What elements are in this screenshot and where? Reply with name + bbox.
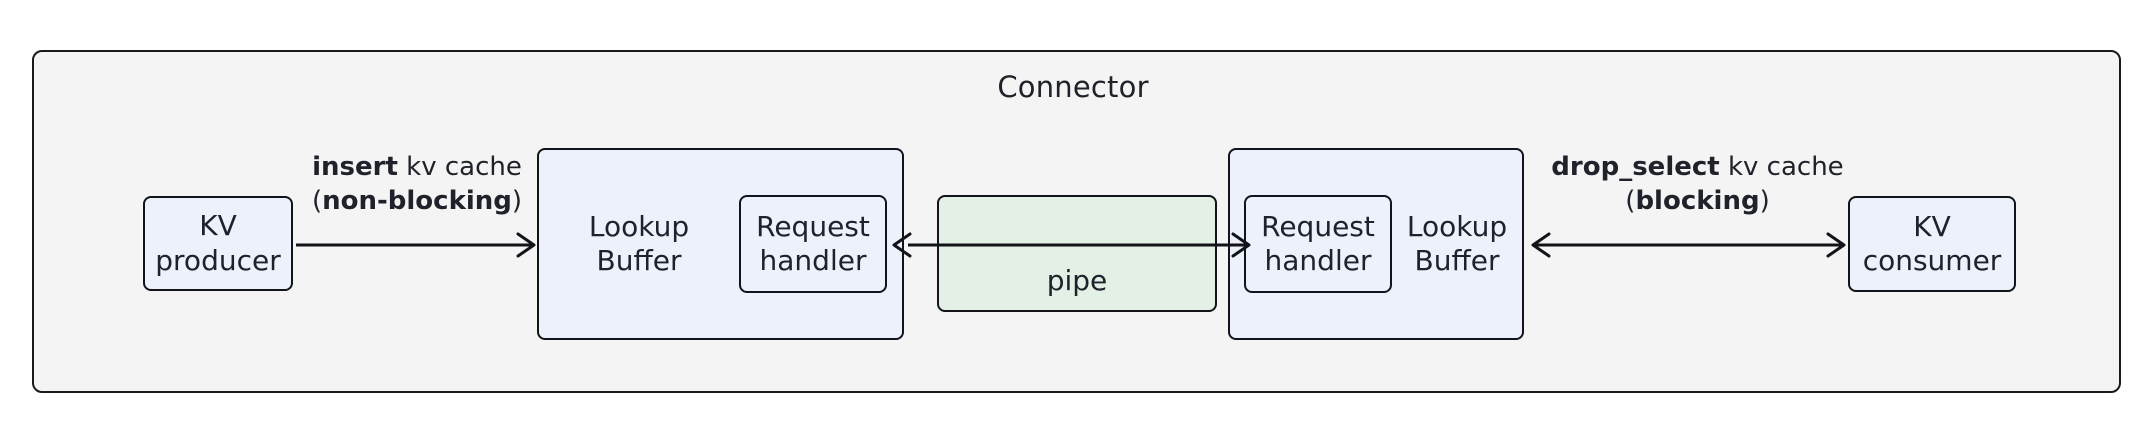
lookup-buffer-left-line1: Lookup: [588, 209, 690, 243]
node-request-handler-right[interactable]: Request handler: [1244, 195, 1392, 293]
connector-title: Connector: [997, 70, 1149, 104]
node-request-handler-left[interactable]: Request handler: [739, 195, 887, 293]
node-pipe[interactable]: pipe: [937, 195, 1217, 312]
edge-label-drop-rest: kv cache: [1719, 152, 1844, 182]
edge-label-insert-open: (: [311, 186, 323, 217]
kv-consumer-line1: KV: [1913, 209, 1951, 243]
pipe-label: pipe: [1046, 263, 1108, 297]
edge-label-drop-select: drop_select kv cache (blocking): [1545, 150, 1850, 219]
edge-label-drop-open: (: [1625, 186, 1636, 217]
edge-label-insert-line2: (non-blocking): [296, 184, 538, 218]
node-lookup-buffer-right[interactable]: Request handler Lookup Buffer: [1228, 148, 1524, 340]
edge-label-insert: insert kv cache (non-blocking): [296, 150, 538, 219]
lookup-buffer-right-line1: Lookup: [1406, 209, 1508, 243]
edge-label-drop-close: ): [1759, 186, 1770, 217]
lookup-buffer-left-line2: Buffer: [596, 244, 682, 277]
node-kv-producer[interactable]: KV producer: [143, 196, 293, 291]
request-handler-right-line1: Request: [1261, 209, 1375, 243]
node-kv-consumer[interactable]: KV consumer: [1848, 196, 2016, 292]
edge-label-drop-line1: drop_select kv cache: [1545, 150, 1850, 184]
edge-label-insert-rest: kv cache: [397, 152, 522, 182]
kv-producer-line1: KV: [199, 209, 237, 243]
edge-label-insert-bold2: non-blocking: [322, 186, 512, 217]
request-handler-left-line2: handler: [759, 244, 867, 277]
request-handler-right-line2: handler: [1264, 244, 1372, 277]
kv-consumer-line2: consumer: [1862, 244, 2002, 277]
edge-label-drop-line2: (blocking): [1545, 184, 1850, 218]
kv-producer-line2: producer: [155, 243, 281, 277]
edge-label-drop-bold: drop_select: [1551, 152, 1720, 182]
node-lookup-buffer-left[interactable]: Lookup Buffer Request handler: [537, 148, 904, 340]
edge-label-insert-bold: insert: [312, 152, 398, 182]
lookup-buffer-left-name: Lookup Buffer: [539, 210, 739, 278]
request-handler-left-line1: Request: [756, 209, 870, 243]
edge-label-insert-line1: insert kv cache: [296, 150, 538, 184]
lookup-buffer-right-line2: Buffer: [1414, 244, 1500, 277]
edge-label-insert-close: ): [511, 186, 523, 217]
edge-label-drop-bold2: blocking: [1635, 186, 1760, 217]
lookup-buffer-right-name: Lookup Buffer: [1392, 210, 1522, 278]
